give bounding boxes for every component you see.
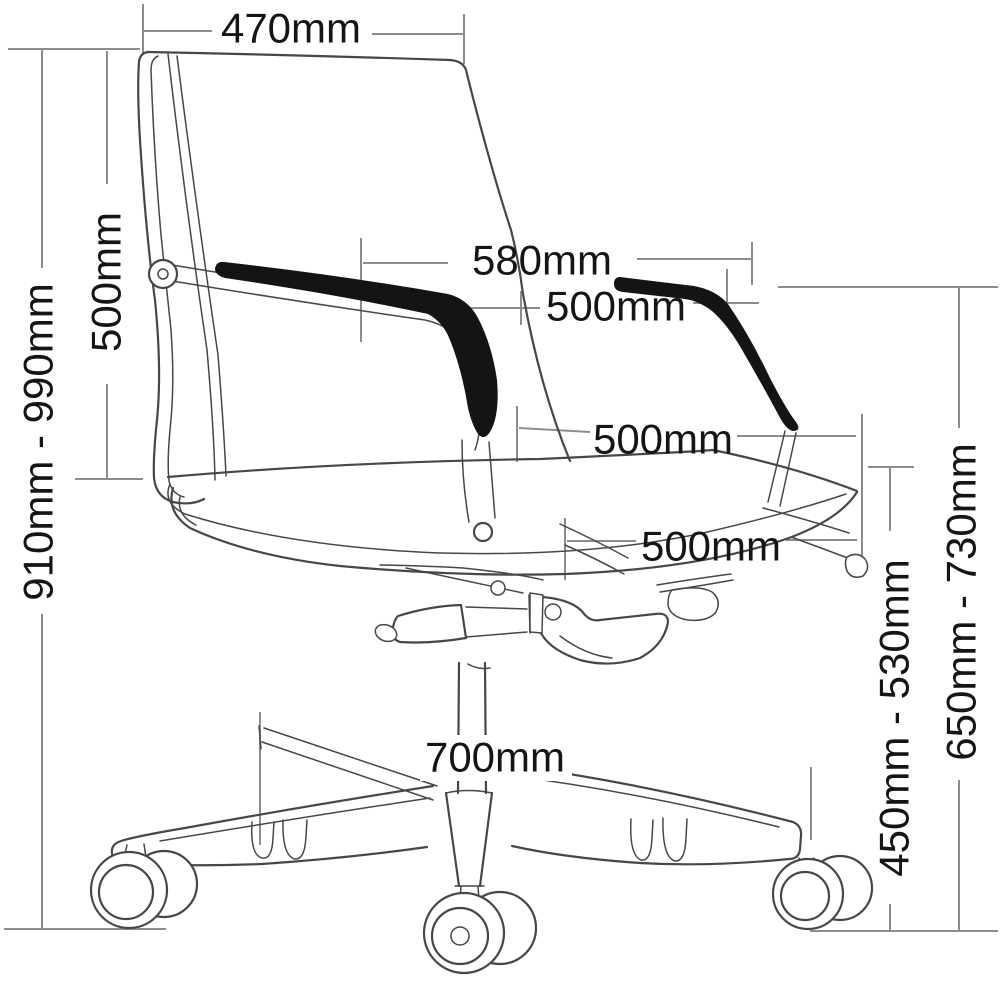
- mech-housing-seam: [559, 635, 613, 659]
- dim-armrest-height-lines: [778, 286, 998, 932]
- rear-caster-right-u1: [629, 818, 654, 861]
- dimension-lines: [4, 4, 998, 932]
- dimension-labels: 470mm 500mm 910mm - 990mm 580mm 500mm 50…: [15, 5, 985, 877]
- right-caster-hub: [779, 870, 831, 922]
- dim-label-seat-height: 450mm - 530mm: [871, 559, 918, 876]
- dim-label-back-height: 500mm: [83, 212, 130, 352]
- label-halo: [420, 735, 572, 781]
- rear-left-leg-top: [263, 727, 438, 787]
- dim-seat-height-lines: [868, 466, 914, 930]
- dim-label-armrest-span: 580mm: [472, 237, 612, 284]
- seat-rear-bracket-2: [564, 544, 625, 575]
- right-armrest-post-1: [767, 430, 786, 503]
- left-leg-ridge: [159, 797, 431, 842]
- dim-seat-width-lines: [516, 406, 863, 565]
- left-leg-outline: [110, 784, 435, 867]
- backrest-frame-outer: [137, 50, 206, 505]
- rear-caster-right-u2: [662, 817, 688, 862]
- gas-lift-cone-left: [444, 791, 461, 888]
- seat-underside-right-1: [762, 507, 850, 534]
- right-armrest-pad: [614, 277, 799, 431]
- dim-back-height-lines: [75, 51, 143, 480]
- dim-label-seat-width: 500mm: [593, 416, 733, 463]
- dim-armrest-span-lines: [360, 238, 753, 342]
- mech-bolt-2: [544, 603, 562, 621]
- backrest-outline: [146, 50, 572, 463]
- mech-underseat-right-2: [659, 579, 734, 593]
- dim-overall-height-lines: [4, 48, 166, 930]
- tilt-mechanism: [374, 564, 734, 670]
- right-leg-outline: [494, 761, 803, 866]
- center-caster: [422, 890, 538, 975]
- lever-shaft-top: [465, 606, 528, 610]
- seat-rear-bracket-1: [559, 523, 629, 559]
- dim-label-base-width: 700mm: [425, 734, 565, 781]
- chair-seat: [166, 448, 869, 578]
- tilt-lever-cone: [391, 603, 468, 644]
- armrest-pivot-inner: [157, 268, 169, 280]
- right-caster: [771, 854, 874, 931]
- left-armrest-seat-pivot: [472, 521, 494, 543]
- seat-left-seam: [178, 496, 197, 526]
- mech-foot-arc: [467, 663, 491, 670]
- left-armrest-post-back: [488, 441, 496, 519]
- right-leg-ridge: [497, 773, 780, 828]
- seat-rear-bumper: [844, 553, 869, 578]
- chair-drawing: [89, 50, 874, 975]
- seat-bottom-line: [379, 564, 544, 581]
- rear-left-leg-bottom: [261, 741, 434, 801]
- gas-lift: [444, 661, 494, 901]
- center-caster-cap: [450, 926, 470, 946]
- mech-housing: [537, 595, 670, 665]
- tilt-lever-knob: [374, 623, 398, 643]
- gas-lift-collar: [445, 789, 493, 794]
- dim-label-armrest-height: 650mm - 730mm: [938, 443, 985, 760]
- mech-bracket: [529, 592, 544, 634]
- mech-underseat-right-1: [656, 573, 732, 586]
- dim-label-seat-depth: 500mm: [641, 523, 781, 570]
- rear-left-leg-foot: [258, 725, 262, 750]
- dim-label-top-width: 470mm: [221, 5, 361, 52]
- mech-bumper-capsule: [667, 587, 719, 622]
- dim-label-overall-height: 910mm - 990mm: [15, 283, 62, 600]
- rear-caster-left-u2: [282, 819, 308, 860]
- casters: [89, 843, 874, 975]
- dim-top-width-lines: [142, 4, 465, 64]
- left-armrest: [147, 258, 498, 543]
- dim-label-upper-width: 500mm: [546, 283, 686, 330]
- right-armrest-post-2: [779, 432, 797, 507]
- backrest-face-seam-1: [167, 53, 216, 481]
- rear-caster-left-u1: [250, 821, 275, 859]
- left-caster-hub: [97, 863, 155, 921]
- left-caster: [89, 843, 199, 930]
- mech-bolt-1: [490, 580, 506, 596]
- left-armrest-pad: [215, 261, 498, 438]
- seat-cushion-seam: [167, 483, 847, 555]
- backrest-face-seam-2: [176, 55, 227, 477]
- left-armrest-post-front: [461, 439, 470, 523]
- seat-rear-edge: [166, 448, 859, 493]
- gas-lift-cone-right: [478, 791, 494, 888]
- seat-front-edge: [170, 486, 859, 576]
- lever-shaft-bottom: [465, 631, 528, 638]
- right-armrest: [614, 277, 799, 507]
- lever-shaft-end: [528, 594, 531, 634]
